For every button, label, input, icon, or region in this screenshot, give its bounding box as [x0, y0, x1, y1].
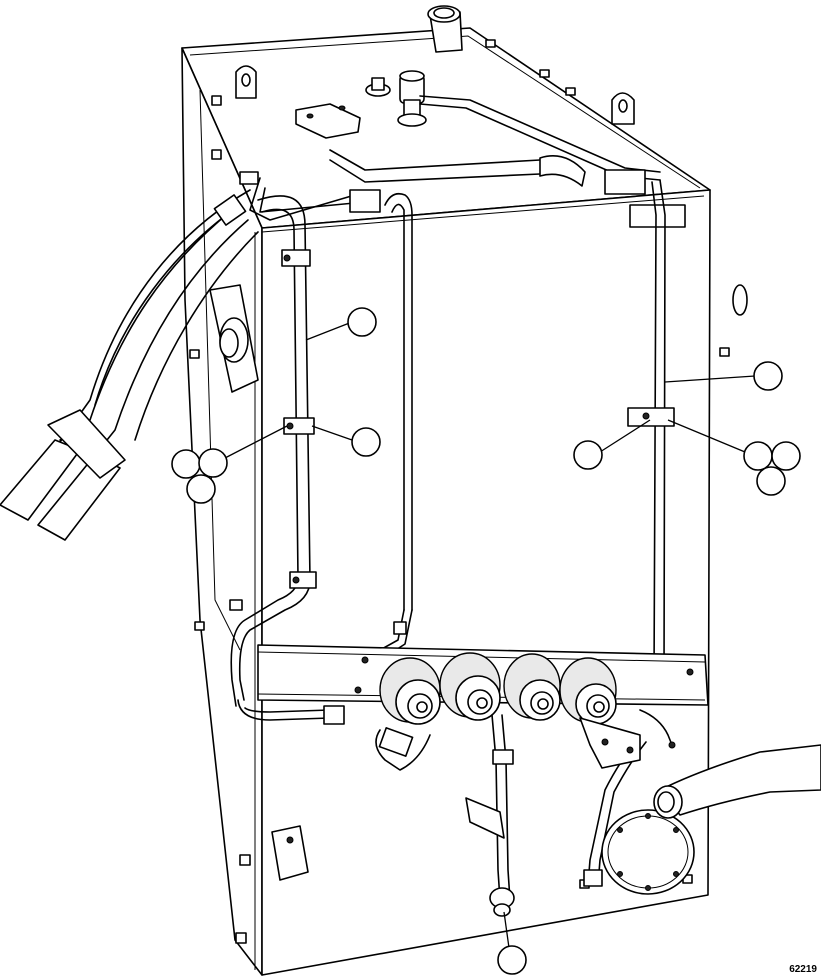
callout-leaders — [224, 321, 756, 956]
left-fastener-callout-a — [171, 449, 201, 479]
lifting-eye-right — [611, 92, 635, 125]
right-tube-callout — [753, 361, 783, 391]
lower-mounting-bracket — [271, 797, 505, 881]
bottom-fitting-callout — [497, 945, 527, 975]
filter-3 — [503, 653, 561, 721]
figure-number: 62219 — [789, 964, 817, 975]
callouts — [171, 307, 801, 975]
left-fastener-callout-b — [198, 448, 228, 478]
left-clamp-callout — [351, 427, 381, 457]
filler-neck — [427, 5, 463, 53]
left-vertical-tube — [230, 195, 345, 725]
access-cover — [601, 809, 695, 895]
tank-front-face — [261, 189, 711, 976]
right-clamp-callout — [573, 440, 603, 470]
upper-tube-runs — [239, 95, 686, 228]
breather-fitting — [365, 70, 427, 127]
filter-2 — [439, 652, 501, 721]
right-fastener-callout-c — [756, 466, 786, 496]
lifting-eye-left — [235, 65, 257, 99]
upper-left-tube-callout — [347, 307, 377, 337]
sensor-wiring — [375, 709, 676, 771]
filter-1 — [379, 657, 441, 725]
left-fastener-callout-c — [186, 474, 216, 504]
right-fastener-callout-b — [771, 441, 801, 471]
right-fastener-callout-a — [743, 441, 773, 471]
lower-bracket-right — [579, 717, 641, 769]
hose-bundle-left — [0, 189, 259, 541]
return-hose — [653, 744, 821, 819]
top-bracket — [295, 103, 361, 139]
